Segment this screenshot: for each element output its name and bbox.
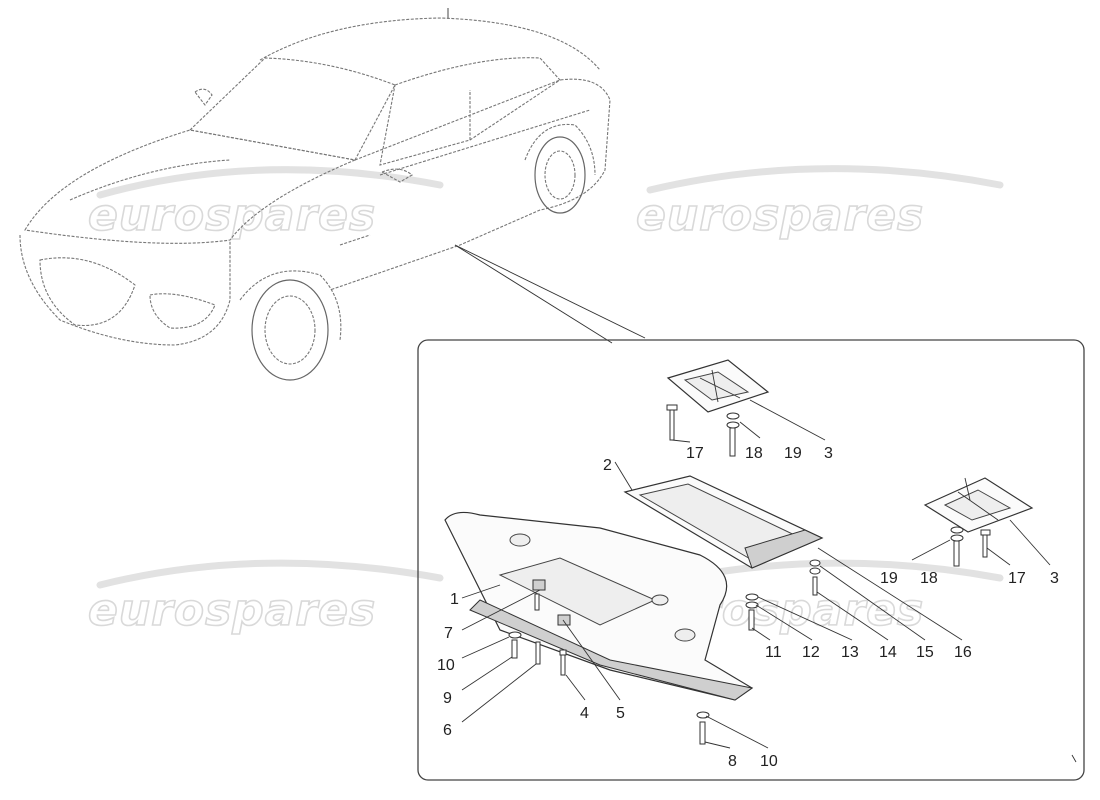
callout-2: 2 [603, 457, 612, 474]
callout-14: 14 [879, 644, 897, 661]
callout-11: 11 [765, 644, 782, 661]
bolt-4 [559, 649, 567, 676]
callout-16: 16 [954, 644, 972, 661]
washer-13 [745, 601, 759, 609]
callout-3-upper: 3 [824, 445, 833, 462]
bolt-18-upper [726, 421, 740, 457]
watermark-top-left: eurospares [87, 166, 444, 242]
callout-9: 9 [443, 690, 452, 707]
pointer-lines [454, 244, 646, 344]
callout-17-upper: 17 [686, 445, 704, 462]
part-2-plate [623, 475, 824, 569]
bolt-9 [511, 639, 518, 659]
bolt-7 [534, 593, 540, 611]
part-1-undertray [444, 511, 754, 701]
bolt-17-upper [666, 404, 678, 441]
callout-7: 7 [444, 625, 453, 642]
callout-15: 15 [916, 644, 934, 661]
callout-18-right: 18 [920, 570, 938, 587]
watermark-bottom-left: eurospares [87, 559, 444, 637]
callout-3-right: 3 [1050, 570, 1059, 587]
washer-15 [809, 559, 821, 567]
callout-13: 13 [841, 644, 859, 661]
car-illustration [19, 8, 611, 381]
washer-10-left [508, 631, 522, 639]
bolt-8 [699, 721, 706, 745]
washer-12 [745, 593, 759, 601]
watermark-text: eurospares [636, 190, 924, 241]
callout-10-left: 10 [437, 657, 455, 674]
watermark-top-right: eurospares [635, 165, 1004, 242]
callout-17-right: 17 [1008, 570, 1026, 587]
callout-19-upper: 19 [784, 445, 802, 462]
leader-lines [461, 399, 1051, 749]
part-3-right-bracket [923, 477, 1034, 533]
washer-16 [809, 567, 821, 575]
bolt-14 [812, 576, 818, 596]
part-3-upper-bracket [666, 359, 770, 413]
bolt-18-right [950, 534, 964, 567]
watermark-text: eurospares [88, 585, 376, 636]
callout-6: 6 [443, 722, 452, 739]
callout-19-right: 19 [880, 570, 898, 587]
callout-1: 1 [450, 591, 459, 608]
washer-19-upper [726, 412, 740, 420]
detail-frame [417, 339, 1085, 781]
washer-19-right [950, 526, 964, 534]
bolt-11 [748, 609, 755, 631]
bolt-6 [535, 641, 541, 665]
callout-18-upper: 18 [745, 445, 763, 462]
callout-12: 12 [802, 644, 820, 661]
corner-mark [1071, 754, 1077, 763]
callout-10-bottom: 10 [760, 753, 778, 770]
callout-labels: 1 2 3 3 4 5 6 7 8 9 10 10 11 12 13 14 15… [437, 445, 1059, 770]
callout-8: 8 [728, 753, 737, 770]
watermark-text: eurospares [88, 190, 376, 241]
callout-5: 5 [616, 705, 625, 722]
bolt-17-right [980, 529, 991, 558]
callout-4: 4 [580, 705, 589, 722]
